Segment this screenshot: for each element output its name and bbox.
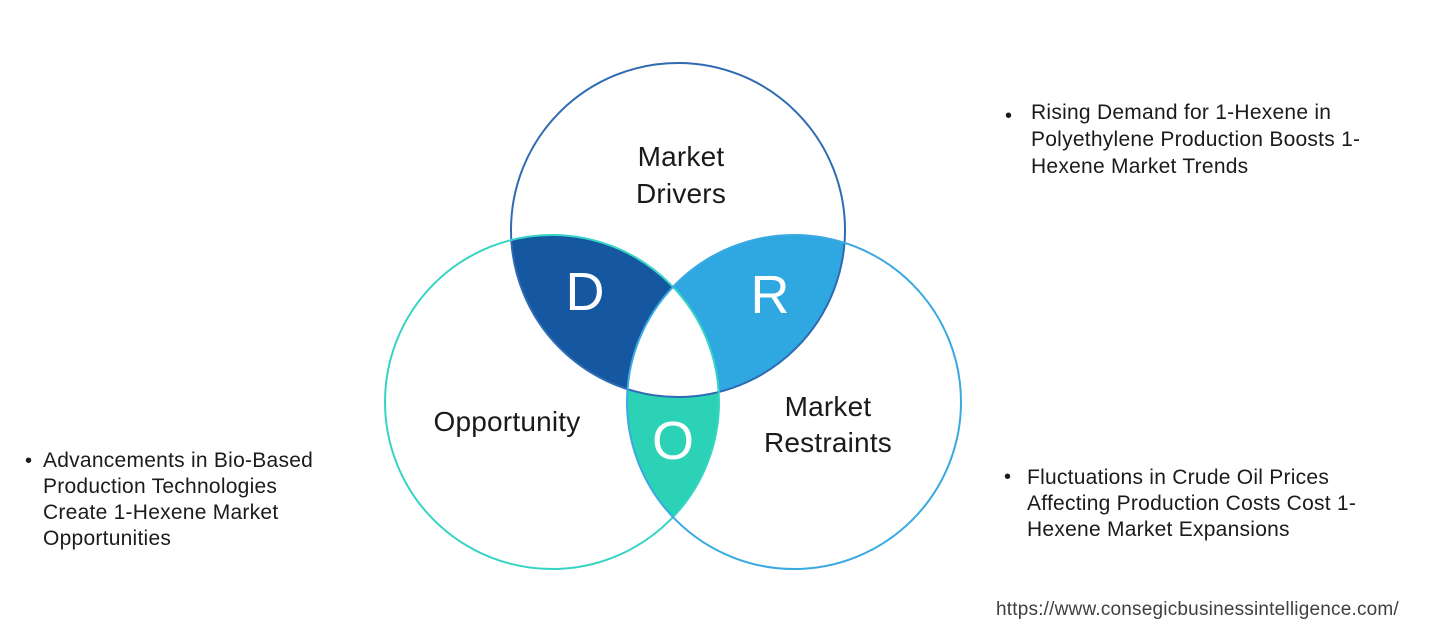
- opportunity-note: Advancements in Bio-Based Production Tec…: [43, 448, 313, 552]
- restraints-label-line1: Market: [784, 391, 872, 422]
- drivers-note-line3: Hexene Market Trends: [1031, 155, 1249, 178]
- opportunity-circle-outline: [384, 234, 720, 570]
- restraints-note-line1: Fluctuations in Crude Oil Prices: [1027, 466, 1330, 489]
- opportunity-label-line: Opportunity: [433, 406, 581, 437]
- restraints-note: Fluctuations in Crude Oil Prices Affecti…: [1027, 465, 1356, 543]
- drivers-label-line2: Drivers: [635, 178, 727, 209]
- opportunity-note-line3: Create 1-Hexene Market: [43, 501, 279, 524]
- drivers-opportunity-overlap: [511, 235, 719, 397]
- drivers-note-line2: Polyethylene Production Boosts 1-: [1031, 128, 1361, 151]
- drivers-circle-outline: [510, 62, 846, 398]
- restraints-note-line3: Hexene Market Expansions: [1027, 518, 1290, 541]
- opportunity-note-line4: Opportunities: [43, 527, 172, 550]
- drivers-circle-label: Market Drivers: [581, 138, 781, 212]
- drivers-overlap-letter: D: [566, 262, 605, 322]
- opportunity-overlap-letter: O: [652, 411, 694, 471]
- drivers-restraints-overlap: [627, 235, 845, 397]
- opportunity-circle-label: Opportunity: [407, 404, 607, 440]
- opportunity-note-line2: Production Technologies: [43, 475, 278, 498]
- restraints-label-line2: Restraints: [763, 427, 893, 458]
- source-url-text: https://www.consegicbusinessintelligence…: [996, 599, 1399, 620]
- drivers-note-line1: Rising Demand for 1-Hexene in: [1031, 101, 1332, 124]
- restraints-circle-outline: [626, 234, 962, 570]
- drivers-note: Rising Demand for 1-Hexene in Polyethyle…: [1031, 99, 1360, 180]
- restraints-circle-label: Market Restraints: [728, 389, 928, 461]
- drivers-label-line1: Market: [637, 141, 725, 172]
- restraints-note-bullet: •: [1004, 466, 1012, 488]
- restraints-note-line2: Affecting Production Costs Cost 1-: [1027, 492, 1357, 515]
- opportunity-note-bullet: •: [25, 450, 33, 472]
- restraints-overlap-letter: R: [751, 265, 790, 325]
- opportunity-note-line1: Advancements in Bio-Based: [43, 449, 314, 472]
- drivers-note-bullet: •: [1005, 105, 1013, 127]
